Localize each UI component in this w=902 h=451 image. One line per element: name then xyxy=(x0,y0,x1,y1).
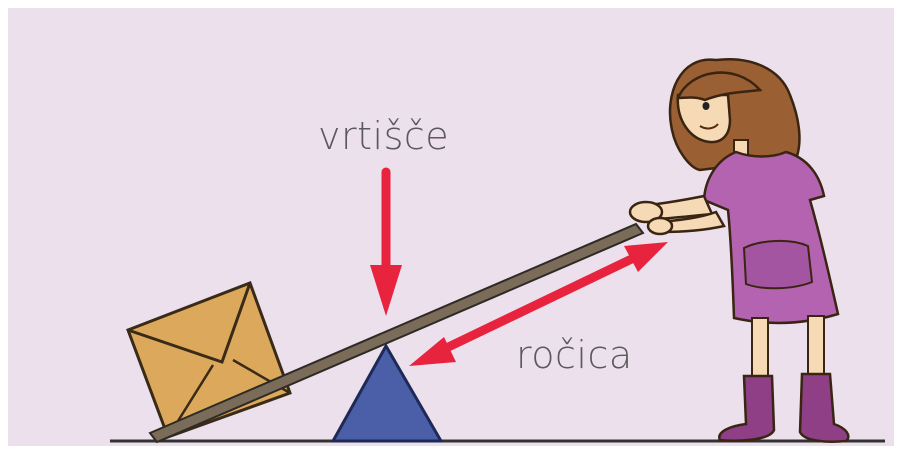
lever-arm-label: ročica xyxy=(516,333,633,377)
fulcrum-label: vrtišče xyxy=(318,114,449,158)
